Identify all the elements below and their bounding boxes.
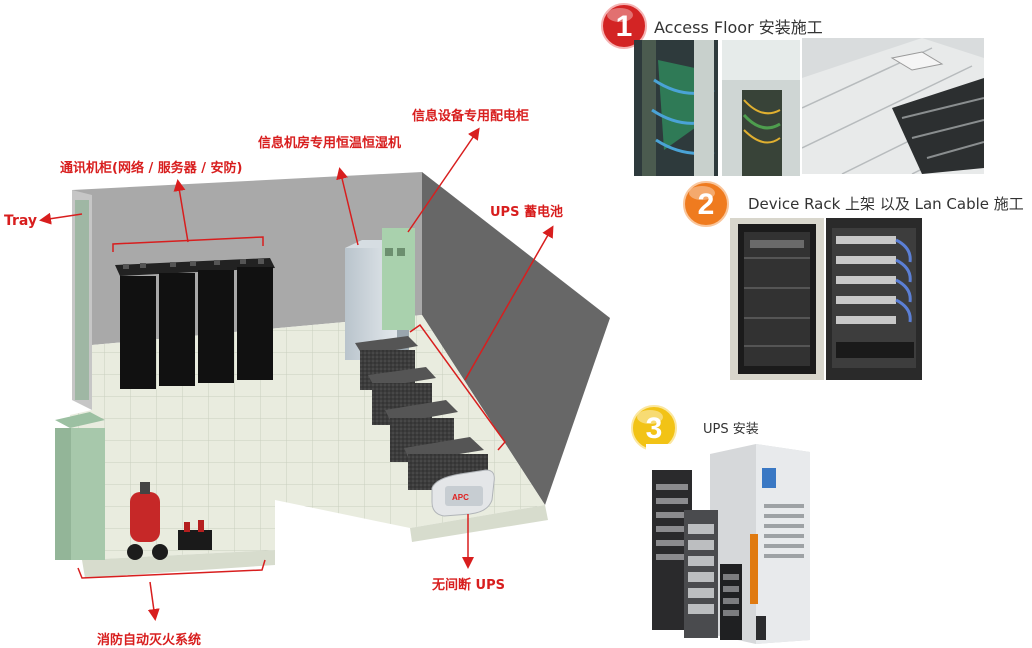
cable-tray [75, 200, 89, 400]
server-racks [115, 258, 275, 389]
step-2-badge: 2 [683, 181, 729, 227]
right-wall [422, 172, 610, 505]
step-3-badge: 3 [631, 405, 677, 451]
step-1-number: 1 [616, 10, 633, 43]
step-2-title: Device Rack 上架 以及 Lan Cable 施工 [748, 195, 1024, 213]
step-1-badge: 1 [601, 3, 647, 49]
step-3-number: 3 [646, 412, 663, 445]
label-ac-unit: 信息机房专用恒温恒湿机 [258, 136, 402, 151]
fire-bracket [77, 559, 266, 579]
apc-logo-text: APC [452, 493, 469, 502]
label-ups-battery: UPS 蓄电池 [490, 205, 563, 220]
step-3-title: UPS 安装 [703, 422, 759, 437]
gas-cylinders [178, 520, 212, 550]
label-tray: Tray [4, 213, 38, 229]
power-distribution-cabinet [382, 228, 415, 330]
ac-arrow [336, 167, 359, 246]
access-floor-photo-underfloor [722, 40, 800, 176]
access-floor-photo-tiles [802, 38, 984, 174]
server-room-diagram: APC [39, 127, 610, 621]
label-power-cabinet: 信息设备专用配电柜 [412, 109, 530, 124]
device-rack-photo-empty [730, 218, 824, 380]
apc-ups-unit: APC [431, 469, 495, 517]
access-floor-photo-cables [634, 40, 718, 176]
power-arrow [407, 127, 480, 233]
step-1-title: Access Floor 安装施工 [654, 18, 823, 37]
device-rack-photo-cabled [826, 218, 922, 380]
fire-suppression-cabinet [55, 412, 105, 560]
label-fire-system: 消防自动灭火系统 [97, 633, 202, 648]
label-comm-cabinet: 通讯机柜(网络 / 服务器 / 安防) [60, 161, 243, 176]
battery-bracket [409, 323, 506, 451]
step-2-number: 2 [698, 188, 715, 221]
tray-arrow [39, 212, 83, 225]
ups-equipment-photo [646, 444, 814, 644]
fire-extinguisher-cart [127, 482, 168, 560]
label-online-ups: 无间断 UPS [432, 578, 505, 593]
